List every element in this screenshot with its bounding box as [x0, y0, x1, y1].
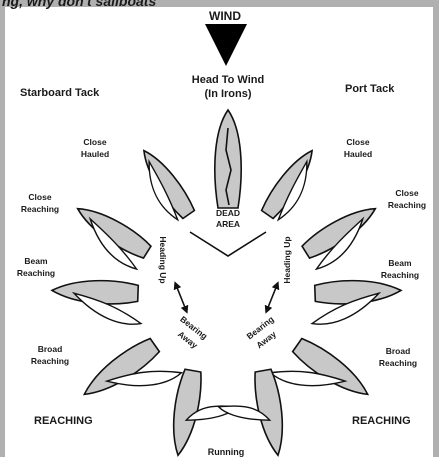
right-frame — [433, 0, 439, 457]
head-to-wind-label: Head To Wind — [192, 74, 264, 86]
port-tack-label: Port Tack — [345, 83, 395, 95]
beam-reaching-left-label: Beam — [24, 256, 48, 266]
close-hauled-left-label-2: Hauled — [81, 149, 109, 159]
beam-reaching-left-label-2: Reaching — [17, 268, 55, 278]
boat-beam-reaching-right — [311, 279, 402, 325]
broad-reaching-left-label: Broad — [38, 344, 63, 354]
dead-area-lines — [190, 232, 266, 256]
boat-close-hauled-left — [130, 145, 196, 224]
close-reaching-left-label: Close — [28, 192, 51, 202]
wind-label: WIND — [209, 9, 241, 23]
close-reaching-right-label-2: Reaching — [388, 200, 426, 210]
reaching-right-label: REACHING — [352, 415, 411, 427]
in-irons-label: (In Irons) — [204, 88, 251, 100]
dead-area-label-2: AREA — [216, 219, 240, 229]
heading-up-right-arrow-icon — [267, 285, 277, 310]
beam-reaching-right-label-2: Reaching — [381, 270, 419, 280]
close-hauled-left-label: Close — [83, 137, 106, 147]
close-hauled-right-label-2: Hauled — [344, 149, 372, 159]
beam-reaching-right-label: Beam — [388, 258, 412, 268]
reaching-left-label: REACHING — [34, 415, 93, 427]
boat-head-to-wind — [215, 110, 241, 208]
close-hauled-right-label: Close — [346, 137, 369, 147]
boat-beam-reaching-left — [51, 279, 142, 325]
broad-reaching-right-label: Broad — [386, 346, 411, 356]
left-frame — [0, 0, 5, 457]
boat-close-hauled-right — [259, 145, 325, 224]
wind-arrow-icon — [205, 24, 247, 66]
partial-header-text: ng, why don't sailboats — [2, 0, 156, 9]
heading-up-left-label: Heading Up — [158, 236, 168, 283]
close-reaching-right-label: Close — [395, 188, 418, 198]
dead-area-label: DEAD — [216, 208, 240, 218]
broad-reaching-left-label-2: Reaching — [31, 356, 69, 366]
running-label: Running — [208, 447, 245, 457]
boat-broad-reaching-right — [270, 332, 374, 426]
heading-up-left-arrow-icon — [176, 285, 186, 310]
boat-close-reaching-left — [66, 200, 153, 272]
starboard-tack-label: Starboard Tack — [20, 87, 100, 99]
close-reaching-left-label-2: Reaching — [21, 204, 59, 214]
boat-close-reaching-right — [300, 200, 387, 272]
broad-reaching-right-label-2: Reaching — [379, 358, 417, 368]
heading-up-right-label: Heading Up — [282, 236, 292, 283]
boat-broad-reaching-left — [78, 332, 182, 426]
